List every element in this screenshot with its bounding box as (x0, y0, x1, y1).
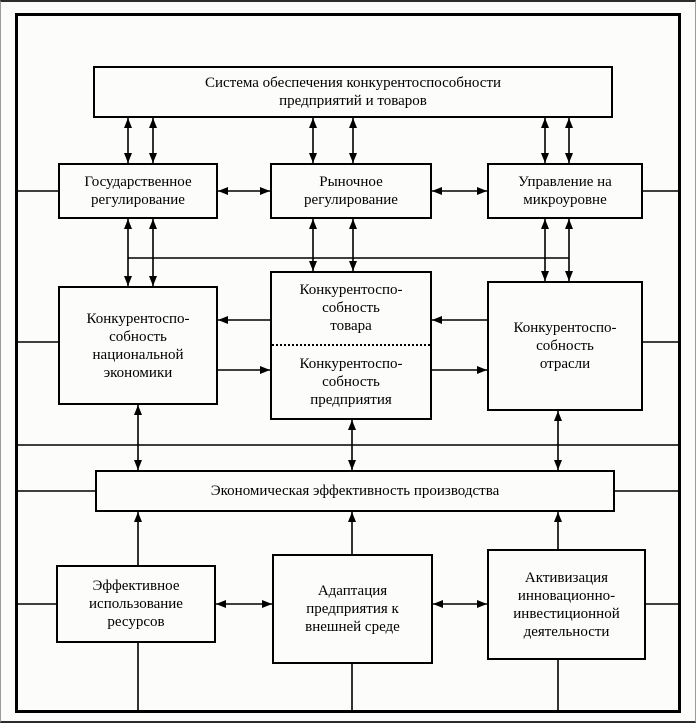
box-enterprise-competitiveness: Конкурентоспо- собность предприятия (272, 346, 430, 419)
box-competitiveness-system: Система обеспечения конкурентоспособност… (93, 66, 613, 118)
box-label: Рыночное регулирование (304, 174, 398, 208)
box-market-regulation: Рыночное регулирование (270, 163, 432, 219)
box-innovation-activity: Активизация инновационно- инвестиционной… (487, 549, 646, 660)
box-label: Система обеспечения конкурентоспособност… (204, 75, 502, 109)
box-national-economy-competitiveness: Конкурентоспо- собность национальной эко… (58, 286, 218, 405)
box-product-enterprise-competitiveness: Конкурентоспо- собность товара Конкурент… (270, 271, 432, 420)
box-label: Эффективное использование ресурсов (89, 578, 183, 630)
box-label: Конкурентоспо- собность отрасли (513, 320, 617, 372)
box-label: Конкурентоспо- собность товара (299, 282, 403, 335)
box-label: Адаптация предприятия к внешней среде (305, 583, 400, 635)
box-adaptation: Адаптация предприятия к внешней среде (272, 554, 433, 664)
outer-frame (15, 13, 681, 713)
arrows-bottom-section (18, 512, 681, 712)
box-industry-competitiveness: Конкурентоспо- собность отрасли (487, 281, 643, 411)
box-product-competitiveness: Конкурентоспо- собность товара (272, 273, 430, 346)
box-state-regulation: Государственное регулирование (58, 163, 218, 219)
box-label: Конкурентоспо- собность национальной эко… (86, 310, 190, 381)
box-label: Управление на микроуровне (518, 174, 612, 208)
box-label: Экономическая эффективность производства (210, 483, 500, 499)
box-resource-use: Эффективное использование ресурсов (56, 565, 216, 643)
box-economic-efficiency: Экономическая эффективность производства (95, 470, 615, 512)
arrows-row3-horizontal (18, 316, 681, 374)
box-micro-management: Управление на микроуровне (487, 163, 643, 219)
section-divider-and-links (18, 405, 681, 492)
box-label: Активизация инновационно- инвестиционной… (513, 569, 620, 640)
arrows-row2-to-row3 (124, 219, 573, 286)
box-label: Государственное регулирование (84, 174, 192, 208)
arrows-top-to-row2 (124, 118, 573, 163)
box-label: Конкурентоспо- собность предприятия (299, 355, 403, 408)
